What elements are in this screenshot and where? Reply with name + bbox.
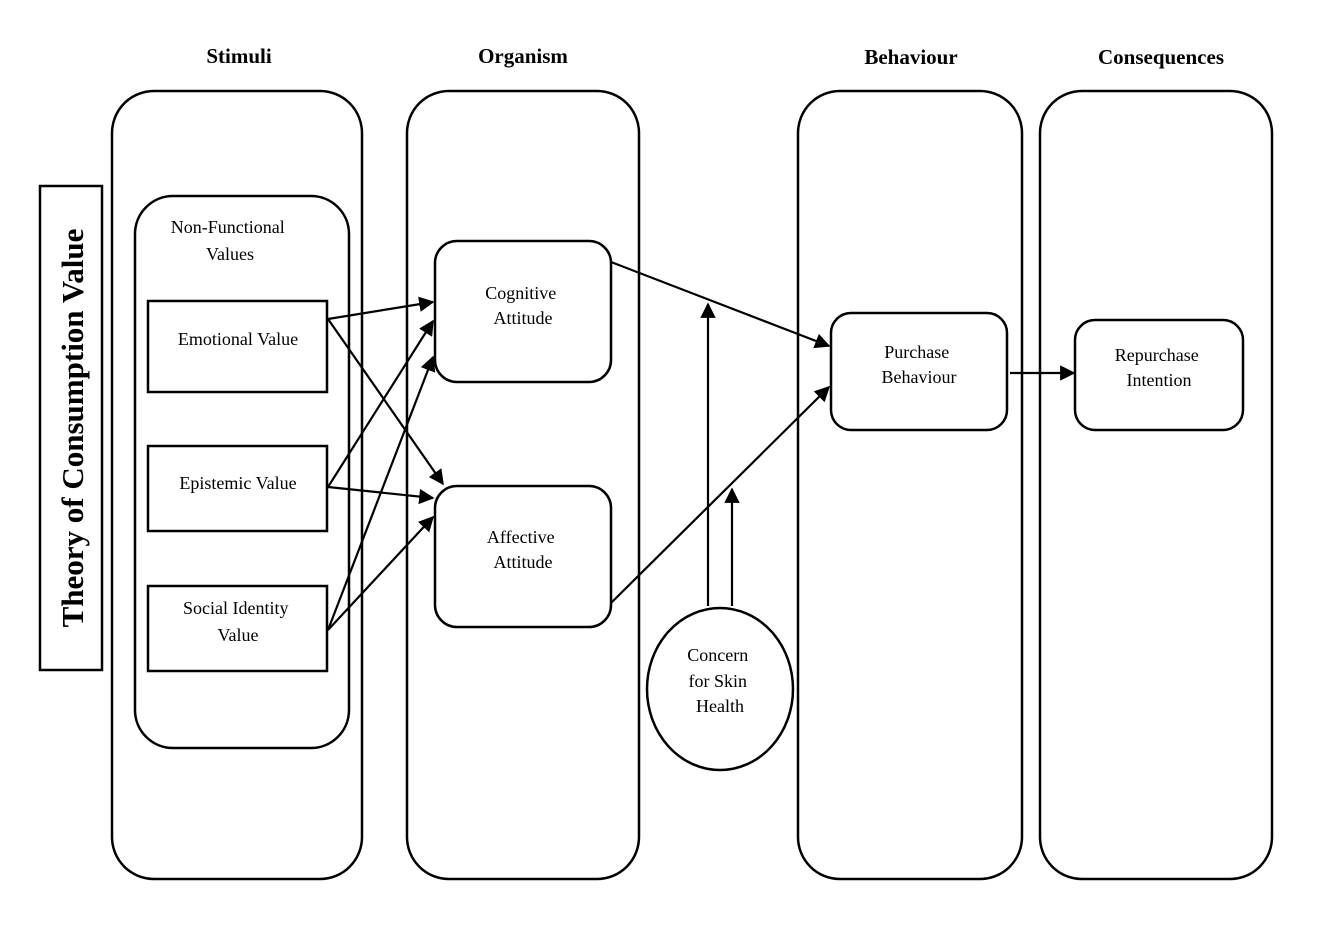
node-affective-attitude: Affective Attitude [433,484,613,629]
node-epistemic-value: Epistemic Value [146,444,329,533]
node-emotional-value: Emotional Value [146,299,329,394]
node-repurchase-intention: Repurchase Intention [1073,318,1245,432]
node-purchase-behaviour: Purchase Behaviour [829,311,1009,432]
edge-emotional-to-cognitive [327,296,435,321]
stage-header-organism: Organism [478,44,568,68]
theory-label-box [38,184,104,672]
node-concern-for-skin-health: Concern for Skin Health [645,606,795,772]
group-non-functional-values [133,194,351,750]
svg-text:Concern for Skin H: Concern for Skin Health [687,645,752,716]
edge-cognitive-to-purchase [610,260,831,349]
svg-text:Social Identity Value: Social Identity Value [183,598,293,645]
svg-text:Affective Attitude: Affective Attitude [487,527,559,572]
stage-header-behaviour: Behaviour [864,45,957,69]
edge-emotional-to-affective [327,318,444,486]
svg-text:Emotional Value: Emotional Value [178,329,298,349]
svg-text:Repurchase Intention: Repurchase Intention [1115,345,1203,390]
stage-frame-consequences [1038,89,1274,881]
stage-header-consequences: Consequences [1098,45,1224,69]
stage-frame-behaviour [796,89,1024,881]
group-label-non-functional: Non-Functional Values [171,217,290,264]
svg-text:Cognitive Attitude: Cognitive Attitude [485,283,561,328]
theory-label: Theory of Consumption Value [55,229,90,628]
node-cognitive-attitude: Cognitive Attitude [433,239,613,384]
edge-affective-to-purchase [610,385,831,604]
stage-header-stimuli: Stimuli [206,44,272,68]
stage-frame-organism [405,89,641,881]
svg-text:Epistemic Value: Epistemic Value [179,473,296,493]
edge-social-to-affective [327,515,435,631]
svg-text:Purchase Behaviour: Purchase Behaviour [882,342,957,387]
stage-frame-stimuli [110,89,364,881]
node-social-identity-value: Social Identity Value [146,584,329,673]
edge-social-to-cognitive [326,355,436,631]
edge-epistemic-to-cognitive [327,319,434,488]
